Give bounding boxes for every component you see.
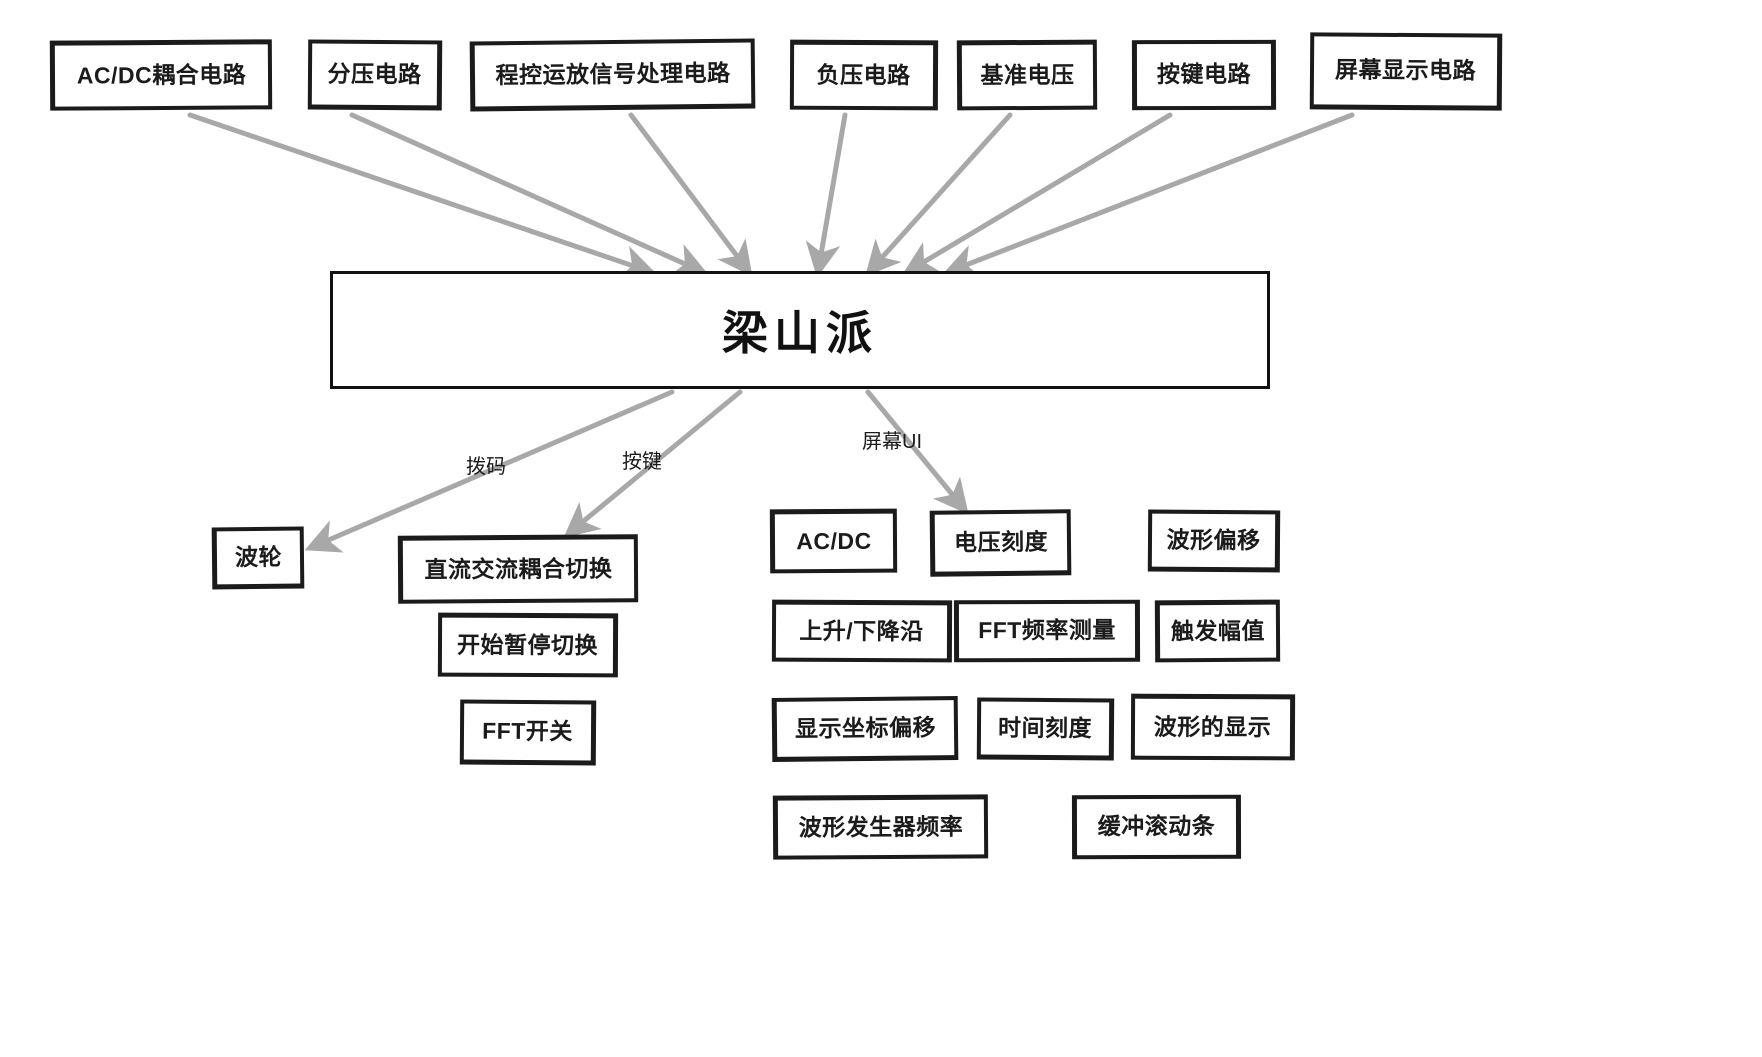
node-label: 时间刻度	[997, 714, 1093, 742]
hub-node-liangshanpai[interactable]: 梁山派	[330, 271, 1270, 389]
node-label: 波形发生器频率	[798, 813, 964, 841]
node-label: FFT频率测量	[978, 617, 1116, 644]
arrow-负压电路-to-hub	[805, 112, 848, 278]
ui-node-电压刻度[interactable]: 电压刻度	[929, 509, 1072, 577]
node-label: 基准电压	[980, 61, 1075, 89]
node-label: 开始暂停切换	[456, 631, 599, 659]
hardware-node-按键电路[interactable]: 按键电路	[1131, 39, 1277, 111]
node-label: 屏幕显示电路	[1334, 56, 1477, 84]
node-label: AC/DC耦合电路	[76, 61, 247, 89]
ui-node-时间刻度[interactable]: 时间刻度	[976, 697, 1115, 761]
control-node-波轮[interactable]: 波轮	[211, 526, 305, 590]
node-label: 触发幅值	[1170, 617, 1266, 645]
node-label: AC/DC	[796, 527, 872, 555]
node-label: 按键电路	[1156, 61, 1252, 88]
node-label: 电压刻度	[953, 528, 1049, 556]
ui-node-波形发生器频率[interactable]: 波形发生器频率	[772, 794, 989, 860]
ui-node-波形偏移[interactable]: 波形偏移	[1147, 509, 1281, 573]
node-label: 分压电路	[327, 60, 422, 88]
node-label: 波轮	[234, 543, 283, 571]
node-label: 直流交流耦合切换	[424, 555, 613, 583]
node-label: 显示坐标偏移	[794, 714, 937, 742]
hardware-node-程控运放信号处理电路[interactable]: 程控运放信号处理电路	[469, 38, 756, 112]
edge-label-屏幕ui: 屏幕UI	[862, 431, 922, 453]
ui-node-显示坐标偏移[interactable]: 显示坐标偏移	[771, 696, 959, 762]
arrow-基准电压-to-hub	[865, 112, 1013, 277]
edge-label-拨码: 拨码	[466, 456, 506, 478]
ui-node-ac-dc[interactable]: AC/DC	[769, 508, 898, 574]
arrow-ac-dc耦合电路-to-hub	[187, 112, 657, 280]
hardware-node-分压电路[interactable]: 分压电路	[307, 39, 443, 111]
arrow-程控运放信号处理电路-to-hub	[628, 112, 753, 277]
control-node-fft开关[interactable]: FFT开关	[459, 699, 597, 766]
ui-node-fft频率测量[interactable]: FFT频率测量	[953, 599, 1141, 663]
hardware-node-屏幕显示电路[interactable]: 屏幕显示电路	[1309, 32, 1503, 111]
hardware-node-ac-dc耦合电路[interactable]: AC/DC耦合电路	[49, 39, 273, 111]
edge-label-按键: 按键	[622, 451, 662, 473]
node-label: 缓冲滚动条	[1097, 813, 1216, 840]
hub-label: 梁山派	[722, 307, 878, 359]
ui-node-触发幅值[interactable]: 触发幅值	[1154, 599, 1281, 663]
control-node-直流交流耦合切换[interactable]: 直流交流耦合切换	[397, 534, 639, 604]
hardware-node-负压电路[interactable]: 负压电路	[789, 39, 939, 111]
node-label: 负压电路	[816, 61, 911, 89]
hardware-node-基准电压[interactable]: 基准电压	[956, 39, 1098, 111]
node-label: FFT开关	[482, 718, 573, 745]
node-label: 上升/下降沿	[799, 617, 924, 645]
ui-node-上升-下降沿[interactable]: 上升/下降沿	[771, 599, 953, 663]
control-node-开始暂停切换[interactable]: 开始暂停切换	[437, 612, 619, 678]
ui-node-波形的显示[interactable]: 波形的显示	[1130, 693, 1296, 761]
arrow-屏幕显示电路-to-hub	[942, 112, 1355, 278]
ui-node-缓冲滚动条[interactable]: 缓冲滚动条	[1071, 794, 1242, 860]
arrow-按键电路-to-hub	[901, 112, 1173, 275]
arrow-分压电路-to-hub	[349, 112, 709, 277]
node-label: 波形的显示	[1153, 713, 1272, 741]
node-label: 波形偏移	[1166, 526, 1261, 554]
node-label: 程控运放信号处理电路	[495, 59, 731, 89]
